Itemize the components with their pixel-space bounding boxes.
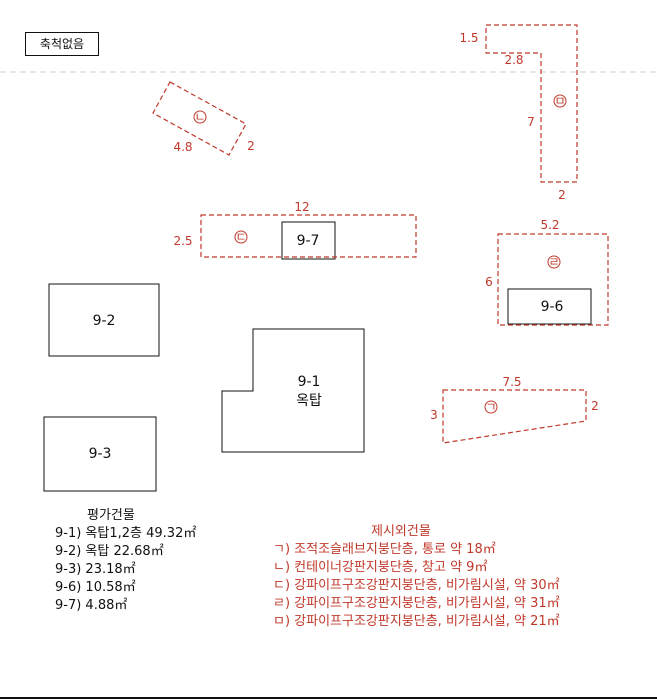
structure-mieum-dim-height: 7 <box>527 115 535 129</box>
structure-giyeok-symbol: ㄱ <box>485 400 496 414</box>
scale-note: 축척없음 <box>25 32 99 56</box>
building-9-1-label-number: 9-1 <box>298 374 321 390</box>
legend-row: 9-2) 옥탑 22.68㎡ <box>55 544 164 559</box>
external-buildings-legend: 제시외건물 ㄱ) 조적조슬래브지붕단층, 통로 약 18㎡ ㄴ) 컨테이너강판지… <box>273 523 560 631</box>
structure-rieul-outline <box>497 233 609 326</box>
structure-nieun-dim-width: 2 <box>247 139 255 153</box>
structure-mieum-dim-inner: 2.8 <box>504 53 523 67</box>
legend-row: ㄴ) 컨테이너강판지붕단층, 창고 약 9㎡ <box>273 560 488 575</box>
building-9-1-label-rooftop: 옥탑 <box>296 393 322 409</box>
structure-rieul-marker <box>547 255 561 269</box>
legend-row: ㄷ) 강파이프구조강판지붕단층, 비가림시설, 약 30㎡ <box>273 578 560 593</box>
structure-digeut-dim-length: 12 <box>294 200 309 214</box>
structure-giyeok-dim-top: 7.5 <box>502 375 521 389</box>
building-9-3 <box>43 416 157 492</box>
building-9-3-label: 9-3 <box>89 446 112 462</box>
building-9-6 <box>507 288 592 325</box>
structure-nieun-marker <box>193 110 207 124</box>
structure-mieum-dim-top: 1.5 <box>459 31 478 45</box>
structure-rieul-symbol: ㄹ <box>548 255 559 269</box>
structure-nieun-outline <box>152 81 247 156</box>
structure-mieum-marker <box>553 94 567 108</box>
legend-row: 9-7) 4.88㎡ <box>55 598 128 613</box>
structure-giyeok-marker <box>484 400 498 414</box>
structure-digeut-outline <box>200 214 417 258</box>
building-9-2 <box>48 283 160 357</box>
structure-rieul-dim-height: 6 <box>485 275 493 289</box>
legend-row: ㅁ) 강파이프구조강판지붕단층, 비가림시설, 약 21㎡ <box>273 614 560 629</box>
building-9-7 <box>281 221 336 260</box>
structure-mieum-symbol: ㅁ <box>554 94 565 108</box>
structure-giyeok-outline <box>442 389 587 444</box>
evaluated-buildings-legend: 평가건물 9-1) 옥탑1,2층 49.32㎡ 9-2) 옥탑 22.68㎡ 9… <box>55 507 196 615</box>
building-9-6-label: 9-6 <box>541 299 564 315</box>
external-buildings-title: 제시외건물 <box>371 524 431 539</box>
legend-row: 9-1) 옥탑1,2층 49.32㎡ <box>55 526 197 541</box>
structure-digeut-symbol: ㄷ <box>235 230 246 244</box>
structure-digeut-marker <box>234 230 248 244</box>
structure-digeut-dim-width: 2.5 <box>173 234 192 248</box>
legend-row: 9-3) 23.18㎡ <box>55 562 136 577</box>
building-9-7-label: 9-7 <box>297 233 320 249</box>
legend-row: ㄹ) 강파이프구조강판지붕단층, 비가림시설, 약 31㎡ <box>273 596 560 611</box>
structure-mieum-outline <box>485 24 578 183</box>
evaluated-buildings-title: 평가건물 <box>87 508 135 523</box>
structure-giyeok-dim-right: 2 <box>591 399 599 413</box>
structure-nieun-symbol: ㄴ <box>194 110 205 124</box>
structure-nieun-dim-length: 4.8 <box>173 140 192 154</box>
legend-row: 9-6) 10.58㎡ <box>55 580 136 595</box>
building-9-2-label: 9-2 <box>93 313 116 329</box>
building-9-1 <box>221 328 365 453</box>
legend-row: ㄱ) 조적조슬래브지붕단층, 통로 약 18㎡ <box>273 542 496 557</box>
structure-rieul-dim-width: 5.2 <box>540 218 559 232</box>
structure-mieum-dim-bottom: 2 <box>558 188 566 202</box>
structure-giyeok-dim-left: 3 <box>430 408 438 422</box>
